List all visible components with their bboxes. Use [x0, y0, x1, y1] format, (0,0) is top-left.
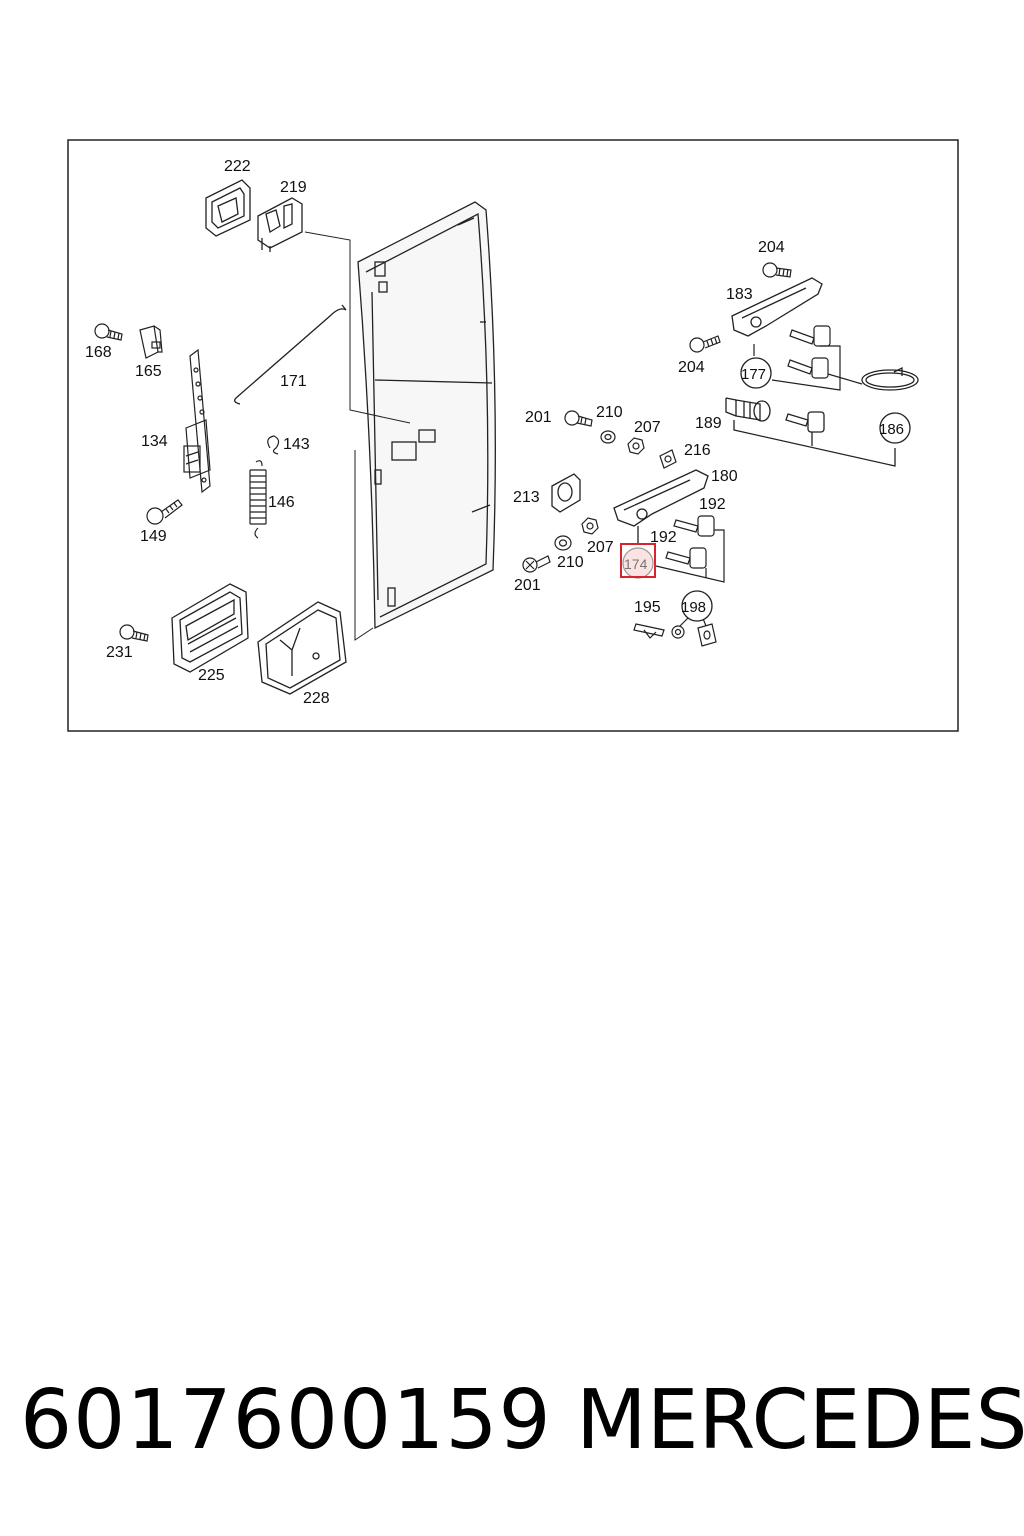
callout-label-204: 204	[758, 239, 785, 256]
footer: 6017600159 MERCEDES	[0, 1366, 1024, 1476]
part-207-nut-lower	[581, 517, 599, 535]
part-213-seal	[551, 473, 581, 513]
callout-label-216: 216	[684, 442, 711, 459]
part-225-handle-housing	[171, 583, 249, 673]
callout-label-192: 192	[650, 529, 677, 546]
part-210-washer-upper	[600, 430, 616, 444]
callout-label-146: 146	[268, 494, 295, 511]
part-180-exterior-handle	[613, 469, 709, 544]
callout-label-134: 134	[141, 433, 168, 450]
callout-label-228: 228	[303, 690, 330, 707]
brand-name: MERCEDES	[576, 1373, 1024, 1468]
part-228-cover	[257, 601, 347, 695]
callout-label-210: 210	[557, 554, 584, 571]
callout-label-171: 171	[280, 373, 307, 390]
callout-label-213: 213	[513, 489, 540, 506]
callout-label-192: 192	[699, 496, 726, 513]
part-204-bolt-upper	[762, 262, 792, 278]
part-165-clip	[139, 325, 163, 359]
callout-label-183: 183	[726, 286, 753, 303]
callout-label-219: 219	[280, 179, 307, 196]
part-186-key-ring	[861, 366, 919, 391]
callout-label-168: 168	[85, 344, 112, 361]
part-number: 6017600159	[20, 1373, 552, 1468]
callout-labels: 222 219 168 165 171 134 143 146 149 231 225 228 204 1…	[85, 158, 904, 707]
part-171-linkage-rod	[234, 304, 347, 405]
part-204-bolt-lower	[689, 335, 721, 353]
leader-lines-left	[304, 231, 411, 641]
part-201-screw-upper	[564, 410, 593, 427]
callout-label-207: 207	[587, 539, 614, 556]
callout-198-circle	[681, 590, 713, 622]
callout-label-143: 143	[283, 436, 310, 453]
callout-label-198: 198	[681, 599, 706, 616]
callout-177-circle	[740, 357, 772, 389]
part-216-grommet	[659, 449, 677, 469]
callout-label-195: 195	[634, 599, 661, 616]
part-201-screw-lower	[522, 555, 551, 573]
part-134-lock-mechanism	[183, 348, 211, 494]
callout-label-222: 222	[224, 158, 251, 175]
part-146-coil-spring	[249, 460, 267, 539]
callout-label-149: 149	[140, 528, 167, 545]
keys-192	[655, 515, 725, 583]
callout-label-204: 204	[678, 359, 705, 376]
part-149-bolt	[146, 499, 183, 525]
callout-label-225: 225	[198, 667, 225, 684]
rear-door-panel	[357, 201, 496, 630]
part-189-lock-cylinder	[725, 397, 896, 467]
callout-label-201: 201	[525, 409, 552, 426]
callout-label-201: 201	[514, 577, 541, 594]
callout-label-177: 177	[741, 366, 766, 383]
callout-174-highlight	[620, 543, 656, 578]
part-207-nut-upper	[627, 437, 645, 455]
parts-diagram: 222 219 168 165 171 134 143 146 149 231 225 228 204 1…	[67, 139, 959, 732]
part-183-exterior-handle	[731, 277, 823, 337]
callout-label-210: 210	[596, 404, 623, 421]
callout-label-207: 207	[634, 419, 661, 436]
callout-label-highlighted[interactable]: 174	[624, 556, 648, 572]
part-222-gasket	[205, 179, 251, 237]
part-231-bolt	[119, 624, 149, 642]
callout-label-189: 189	[695, 415, 722, 432]
callout-circles	[620, 357, 911, 622]
callout-label-165: 165	[135, 363, 162, 380]
callout-label-186: 186	[879, 421, 904, 438]
diagram-frame	[67, 139, 959, 732]
part-219-inner-handle	[257, 197, 303, 252]
part-143-spring-clip	[267, 435, 280, 455]
callout-label-180: 180	[711, 468, 738, 485]
part-210-washer-lower	[554, 535, 572, 551]
part-168-bolt	[94, 323, 123, 341]
part-195-key-blank	[633, 615, 717, 647]
keys-177	[753, 325, 863, 391]
callout-label-231: 231	[106, 644, 133, 661]
callout-186-circle	[879, 412, 911, 444]
